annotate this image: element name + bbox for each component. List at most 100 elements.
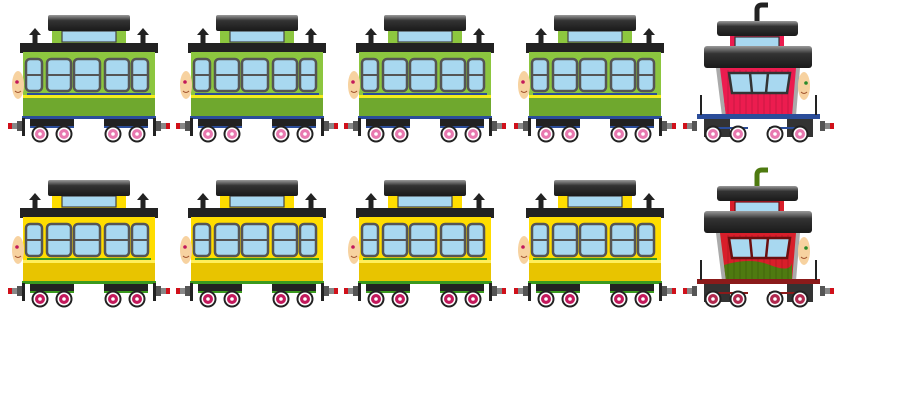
buffer bbox=[156, 286, 170, 296]
bogie-bar bbox=[769, 127, 799, 129]
vent-cap-icon bbox=[473, 193, 485, 200]
vent-pipe bbox=[308, 33, 314, 43]
buffer bbox=[683, 121, 697, 131]
window bbox=[103, 222, 131, 258]
buffer-shaft bbox=[667, 288, 672, 294]
wheel bbox=[367, 125, 385, 143]
window bbox=[192, 57, 212, 93]
buffer-head bbox=[156, 286, 161, 296]
buffer-shaft bbox=[161, 288, 166, 294]
bogie-bar bbox=[366, 291, 410, 293]
face-mouth bbox=[14, 255, 22, 258]
body-base-trim bbox=[358, 281, 492, 284]
buffer-head bbox=[185, 121, 190, 131]
end-post bbox=[489, 118, 492, 136]
wheel-axle bbox=[773, 132, 777, 136]
buffer-shaft bbox=[348, 123, 353, 129]
railing-post bbox=[815, 95, 817, 115]
clerestory-roof bbox=[48, 15, 130, 31]
wheel bbox=[464, 290, 482, 308]
face-skin bbox=[12, 71, 24, 99]
vent-cap-icon bbox=[137, 193, 149, 200]
wheel-axle bbox=[736, 132, 740, 136]
body-base-trim bbox=[528, 116, 662, 119]
window bbox=[381, 57, 409, 93]
face-mouth bbox=[182, 255, 190, 258]
wheel-axle bbox=[773, 297, 777, 301]
buffer-head bbox=[523, 286, 528, 296]
window bbox=[271, 222, 299, 258]
car-body-lower bbox=[23, 98, 155, 118]
window bbox=[408, 57, 438, 93]
buffer-clamp bbox=[830, 123, 834, 129]
bogie-bar bbox=[366, 126, 410, 128]
buffer-clamp bbox=[683, 123, 687, 129]
car-body-lower bbox=[359, 263, 491, 283]
buffer-shaft bbox=[518, 288, 523, 294]
railing-post bbox=[700, 260, 702, 280]
window bbox=[466, 57, 486, 93]
buffer-clamp bbox=[502, 123, 506, 129]
wheel-axle bbox=[641, 132, 645, 136]
body-stripe bbox=[23, 260, 155, 263]
vent-pipe bbox=[200, 198, 206, 208]
wheel bbox=[199, 290, 217, 308]
buffer-head bbox=[820, 286, 825, 296]
vent-pipe bbox=[32, 198, 38, 208]
wheel-axle bbox=[279, 132, 283, 136]
cupola-roof bbox=[717, 21, 798, 36]
window bbox=[609, 222, 637, 258]
caboose-window bbox=[727, 236, 792, 260]
buffer-head bbox=[324, 121, 329, 131]
clerestory-window bbox=[397, 195, 453, 208]
body-stripe bbox=[359, 260, 491, 263]
buffer-shaft bbox=[497, 123, 502, 129]
main-roof bbox=[188, 208, 326, 218]
buffer-shaft bbox=[12, 123, 17, 129]
bogie bbox=[30, 284, 74, 292]
end-post bbox=[321, 118, 324, 136]
bogie-bar bbox=[198, 291, 242, 293]
wheel bbox=[704, 125, 722, 143]
vent-pipe bbox=[646, 198, 652, 208]
window bbox=[530, 222, 550, 258]
clerestory-roof bbox=[554, 180, 636, 196]
wheel-axle bbox=[111, 297, 115, 301]
bogie-bar bbox=[536, 291, 580, 293]
wheel bbox=[537, 125, 555, 143]
window bbox=[578, 57, 608, 93]
vent-pipe bbox=[200, 33, 206, 43]
chimney bbox=[754, 167, 768, 189]
coach-car bbox=[8, 15, 170, 143]
clerestory-roof bbox=[48, 180, 130, 196]
face-mouth bbox=[800, 91, 808, 94]
wheel bbox=[634, 125, 652, 143]
bogie bbox=[198, 119, 242, 127]
vent-cap-icon bbox=[305, 28, 317, 35]
main-roof bbox=[20, 208, 158, 218]
window bbox=[213, 57, 241, 93]
wheel-axle bbox=[62, 297, 66, 301]
clerestory-roof bbox=[384, 15, 466, 31]
buffer bbox=[492, 286, 506, 296]
vent-pipe bbox=[538, 198, 544, 208]
face-icon bbox=[12, 236, 24, 264]
bogie bbox=[198, 284, 242, 292]
face-eye bbox=[521, 80, 525, 84]
face-skin bbox=[798, 237, 810, 265]
wheel bbox=[296, 125, 314, 143]
face-skin bbox=[180, 236, 192, 264]
end-post bbox=[528, 283, 531, 301]
buffer-clamp bbox=[672, 123, 676, 129]
car-body-lower bbox=[191, 98, 323, 118]
deck bbox=[697, 114, 820, 119]
window bbox=[72, 57, 102, 93]
wheel-axle bbox=[374, 297, 378, 301]
wheel bbox=[391, 290, 409, 308]
bogie-bar bbox=[440, 291, 484, 293]
car-body-lower bbox=[23, 263, 155, 283]
wheel bbox=[55, 290, 73, 308]
bogie bbox=[272, 119, 316, 127]
face-eye bbox=[15, 80, 19, 84]
vent-cap-icon bbox=[365, 193, 377, 200]
